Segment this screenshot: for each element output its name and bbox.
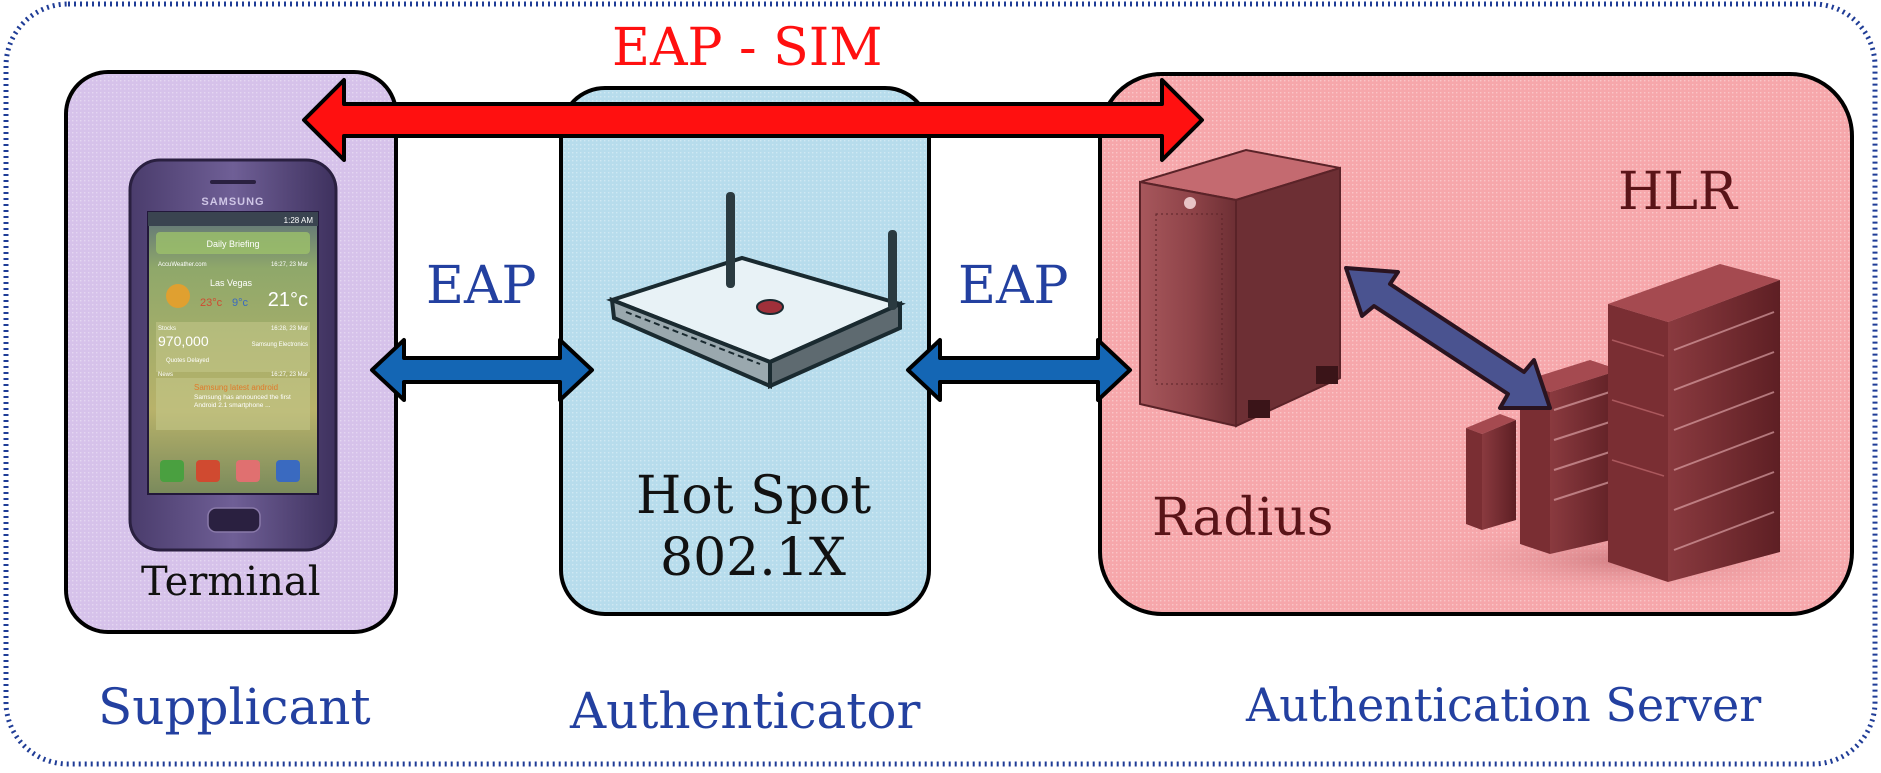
radius-label: Radius xyxy=(1152,488,1334,548)
hotspot-label-line1: Hot Spot xyxy=(636,466,872,526)
phone-stocks-label: Stocks xyxy=(158,326,176,332)
phone-icon xyxy=(128,158,338,552)
phone-news-label: News xyxy=(158,372,173,378)
phone-weather-source: AccuWeather.com xyxy=(158,262,207,268)
eap-sim-label: EAP - SIM xyxy=(612,18,883,78)
phone-quotes-note: Quotes Delayed xyxy=(166,358,209,364)
phone-news-body: Samsung has announced the first Android … xyxy=(194,394,291,409)
phone-city: Las Vegas xyxy=(210,278,253,288)
hlr-server-icon xyxy=(1410,264,1850,600)
hlr-double-arrow xyxy=(1344,266,1552,410)
right-eap-label: EAP xyxy=(958,256,1069,316)
hlr-label: HLR xyxy=(1618,162,1738,222)
phone-temp-now: 21°c xyxy=(268,289,308,311)
phone-widget-title: Daily Briefing xyxy=(206,239,259,249)
authenticator-role-label: Authenticator xyxy=(570,682,921,740)
eap-sim-double-arrow xyxy=(302,78,1204,162)
phone-news-headline: Samsung latest android xyxy=(194,383,278,392)
phone-weather-date: 16:27, 23 Mar xyxy=(271,262,308,268)
phone-stocks-date: 16:28, 23 Mar xyxy=(271,326,308,332)
terminal-label: Terminal xyxy=(141,559,321,605)
phone-news-date: 16:27, 23 Mar xyxy=(271,372,308,378)
hotspot-label-line2: 802.1X xyxy=(660,528,846,588)
phone-stock-value: 970,000 xyxy=(158,333,209,349)
left-eap-label: EAP xyxy=(426,256,537,316)
phone-temp-lo: 9°c xyxy=(232,297,249,309)
eap-left-double-arrow xyxy=(370,338,594,402)
router-icon xyxy=(606,192,906,390)
phone-clock-text: 1:28 AM xyxy=(284,216,314,225)
supplicant-role-label: Supplicant xyxy=(98,678,371,736)
phone-brand-text: SAMSUNG xyxy=(201,196,264,208)
phone-stock-name: Samsung Electronics xyxy=(252,342,308,348)
radius-server-icon xyxy=(1139,148,1341,428)
eap-right-double-arrow xyxy=(906,338,1132,402)
phone-temp-hi: 23°c xyxy=(200,297,223,309)
outer-frame xyxy=(3,1,1878,767)
auth-server-role-label: Authentication Server xyxy=(1246,678,1762,732)
